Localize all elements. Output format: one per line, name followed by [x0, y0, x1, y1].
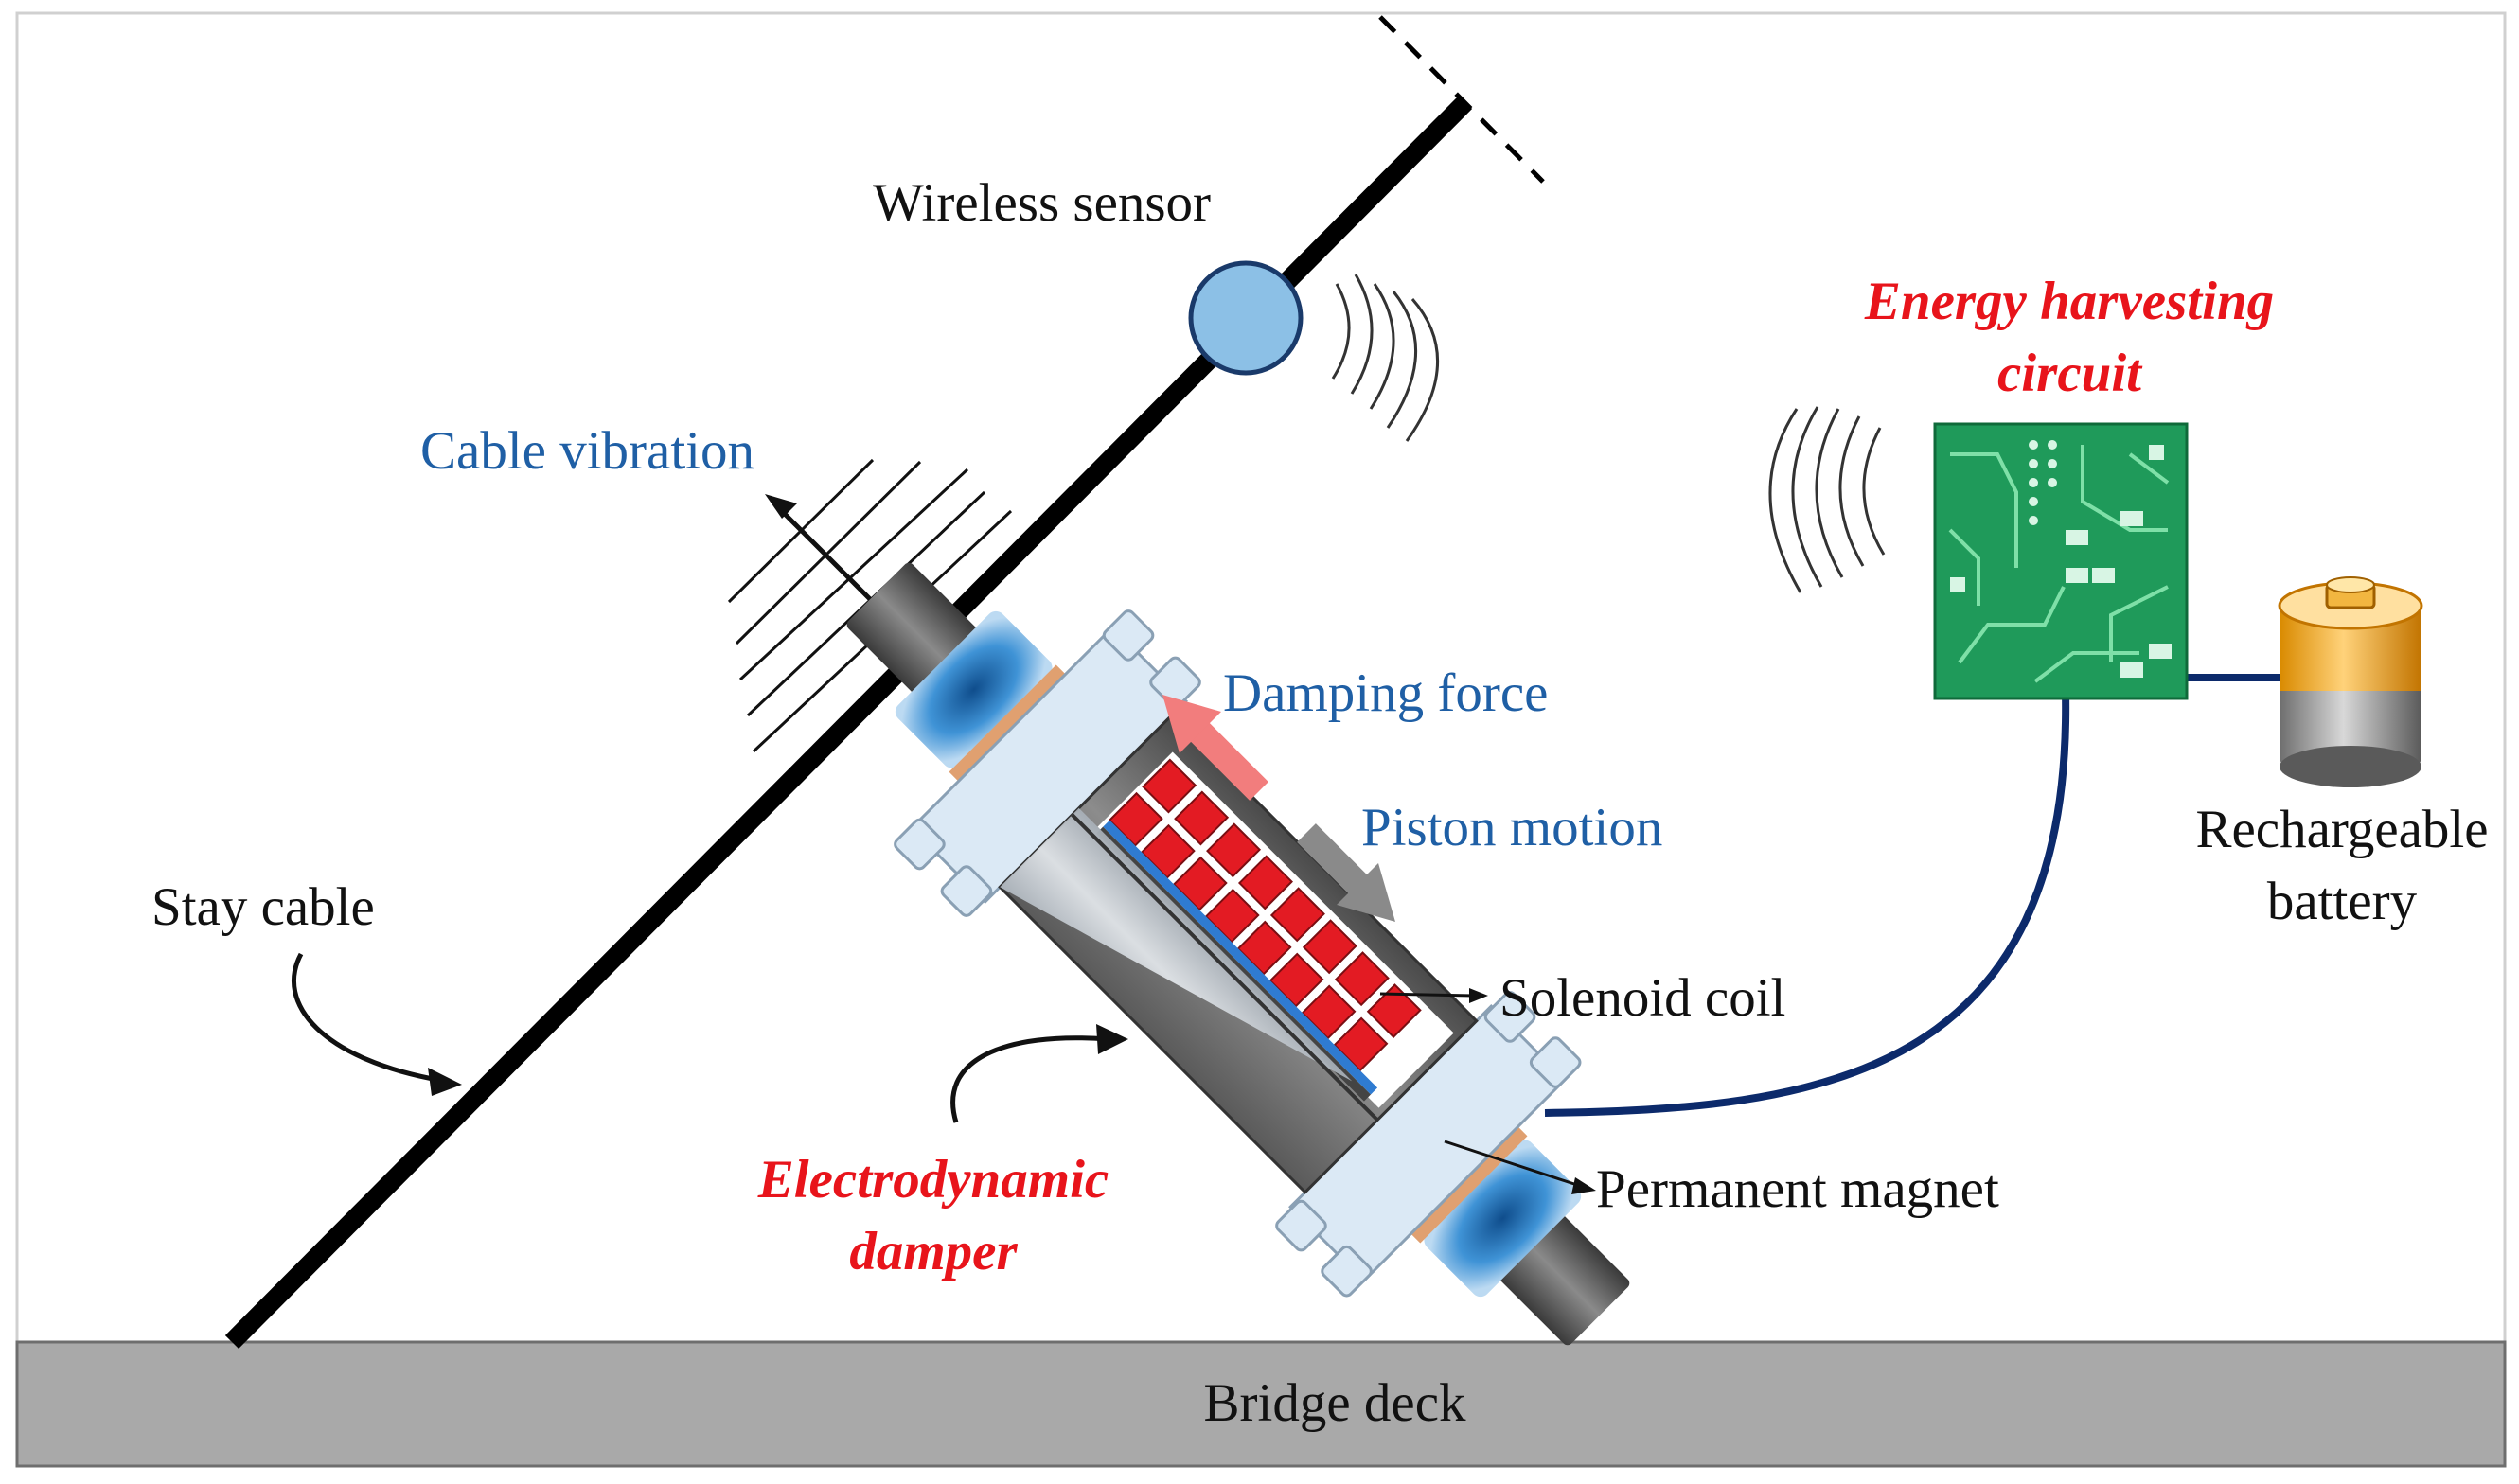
damper-icon — [846, 562, 1630, 1346]
pcb-icon — [1933, 422, 2189, 700]
piston-motion-label: Piston motion — [1361, 798, 1663, 857]
frame-border — [15, 11, 2507, 1468]
coil-pointer — [1379, 992, 1476, 998]
signal-wire — [1544, 690, 2070, 1117]
harvest-label-line2: circuit — [1997, 344, 2141, 403]
battery-icon — [2278, 576, 2423, 787]
wireless-sensor-icon — [1188, 260, 1304, 376]
battery-label-line1: Rechargeable — [2195, 800, 2489, 859]
bridge-deck — [15, 1340, 2507, 1468]
signal-waves-icon — [1331, 274, 1439, 442]
bridge-deck-label: Bridge deck — [1203, 1373, 1466, 1433]
piston-motion-arrow — [1297, 823, 1395, 922]
magnet-pointer — [1444, 1140, 1584, 1189]
solenoid-coil-label: Solenoid coil — [1499, 968, 1786, 1028]
damping-force-label: Damping force — [1223, 663, 1549, 723]
cable-cut-mark — [1378, 15, 1545, 184]
permanent-magnet — [1103, 820, 1378, 1095]
pcb-signal-waves-icon — [1768, 406, 1886, 593]
damper-pointer — [950, 1024, 1128, 1123]
battery-label-line2: battery — [2266, 872, 2418, 931]
permanent-magnet-label: Permanent magnet — [1596, 1159, 1999, 1219]
damping-force-arrow — [1162, 695, 1268, 801]
damper-label-line1: Electrodynamic — [757, 1150, 1109, 1210]
stay-cable-label: Stay cable — [151, 877, 375, 937]
stay-cable-pointer — [291, 952, 462, 1096]
damper-label-line2: damper — [849, 1222, 1018, 1281]
cable-vibration-label: Cable vibration — [420, 421, 754, 481]
wireless-sensor-label: Wireless sensor — [873, 173, 1212, 233]
harvest-label-line1: Energy harvesting — [1864, 272, 2275, 331]
